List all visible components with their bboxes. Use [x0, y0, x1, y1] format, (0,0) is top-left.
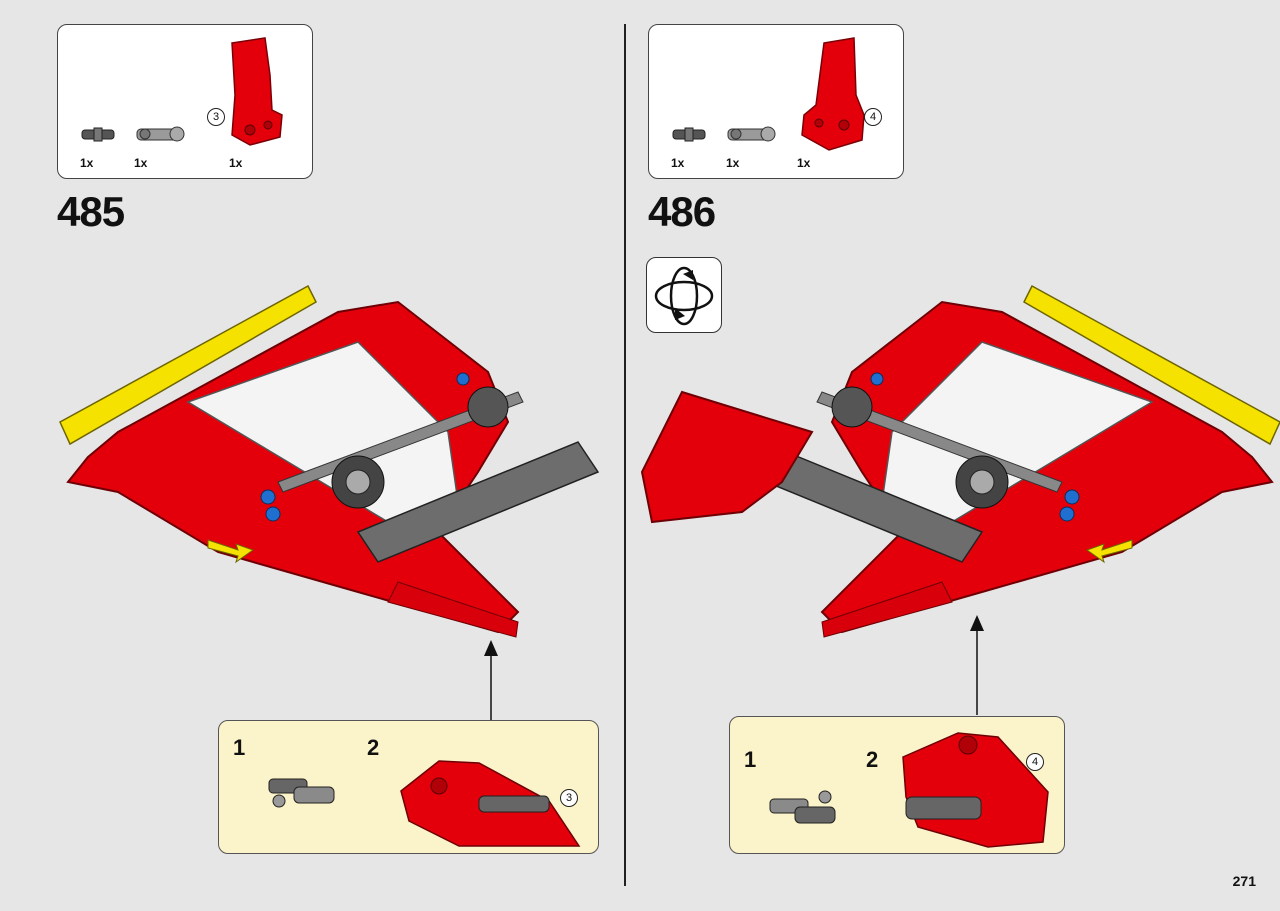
substep-number: 1 [744, 747, 757, 772]
connector-peg-icon [672, 127, 706, 142]
part-qty: 1x [229, 156, 243, 170]
assembly-illustration [59, 284, 600, 638]
connection-arrow [484, 640, 498, 720]
page-number: 271 [1232, 873, 1256, 889]
part-qty: 1x [726, 156, 740, 170]
assembly-illustration [640, 284, 1280, 638]
step-number: 485 [57, 188, 125, 235]
parts-list-box-485: 3 1x 1x 1x [57, 24, 313, 179]
page-divider [624, 24, 626, 886]
part-qty: 1x [80, 156, 94, 170]
connection-arrow [970, 615, 984, 715]
subassembly-callout: 4 [1026, 753, 1044, 771]
parts-callout: 3 [207, 108, 225, 126]
parts-list-box-486: 4 1x 1x 1x [648, 24, 904, 179]
subassembly-callout: 3 [560, 789, 578, 807]
peg-assembly-icon [268, 778, 335, 808]
subassembly-box: 1 2 3 [218, 720, 599, 854]
part-qty: 1x [797, 156, 811, 170]
peg-assembly-icon [769, 790, 836, 824]
connector-peg-icon [81, 127, 115, 142]
part-qty: 1x [671, 156, 685, 170]
rotate-model-icon [654, 266, 714, 326]
substep-number: 2 [367, 735, 380, 760]
red-fin-subassembly [400, 760, 581, 847]
red-panel-icon [231, 37, 283, 146]
axle-pin-icon [136, 126, 185, 142]
substep-number: 2 [866, 747, 879, 772]
rotate-model-box [646, 257, 722, 333]
red-panel-icon [801, 37, 865, 151]
red-panel-subassembly [902, 732, 1049, 848]
parts-callout: 4 [864, 108, 882, 126]
axle-pin-icon [727, 126, 776, 142]
part-qty: 1x [134, 156, 148, 170]
step-number: 486 [648, 188, 716, 235]
subassembly-box: 1 2 4 [729, 716, 1065, 854]
substep-number: 1 [233, 735, 246, 760]
